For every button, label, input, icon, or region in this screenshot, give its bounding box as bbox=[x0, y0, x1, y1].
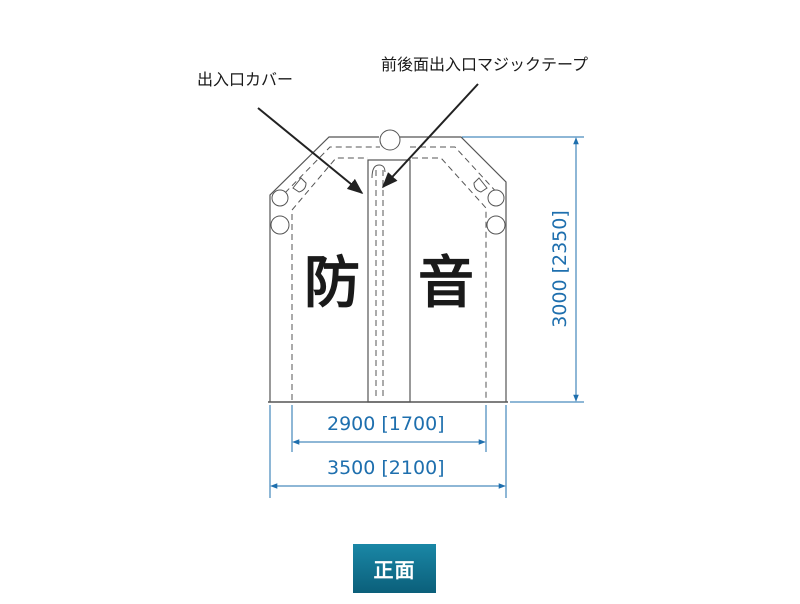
inner-frame bbox=[277, 146, 501, 400]
d-ring-left bbox=[292, 177, 307, 193]
entrance-cover-label: 出入口カバー bbox=[197, 70, 294, 89]
pole-connectors bbox=[270, 129, 506, 235]
tent-char-right: 音 bbox=[418, 251, 474, 316]
front-view-badge: 正面 bbox=[353, 544, 436, 593]
dimension-lines bbox=[269, 136, 584, 498]
height-label: 3000 [2350] bbox=[549, 210, 571, 328]
tent-char-left: 防 bbox=[304, 251, 360, 316]
d-ring-right bbox=[473, 177, 488, 193]
inner-width-label: 2900 [1700] bbox=[327, 413, 445, 435]
outer-width-label: 3500 [2100] bbox=[327, 457, 445, 479]
velcro-tape-arrow bbox=[381, 83, 479, 189]
velcro-tape-label: 前後面出入口マジックテープ bbox=[381, 55, 589, 74]
entrance-cover-arrow bbox=[257, 107, 364, 195]
entrance-panel bbox=[367, 159, 411, 403]
